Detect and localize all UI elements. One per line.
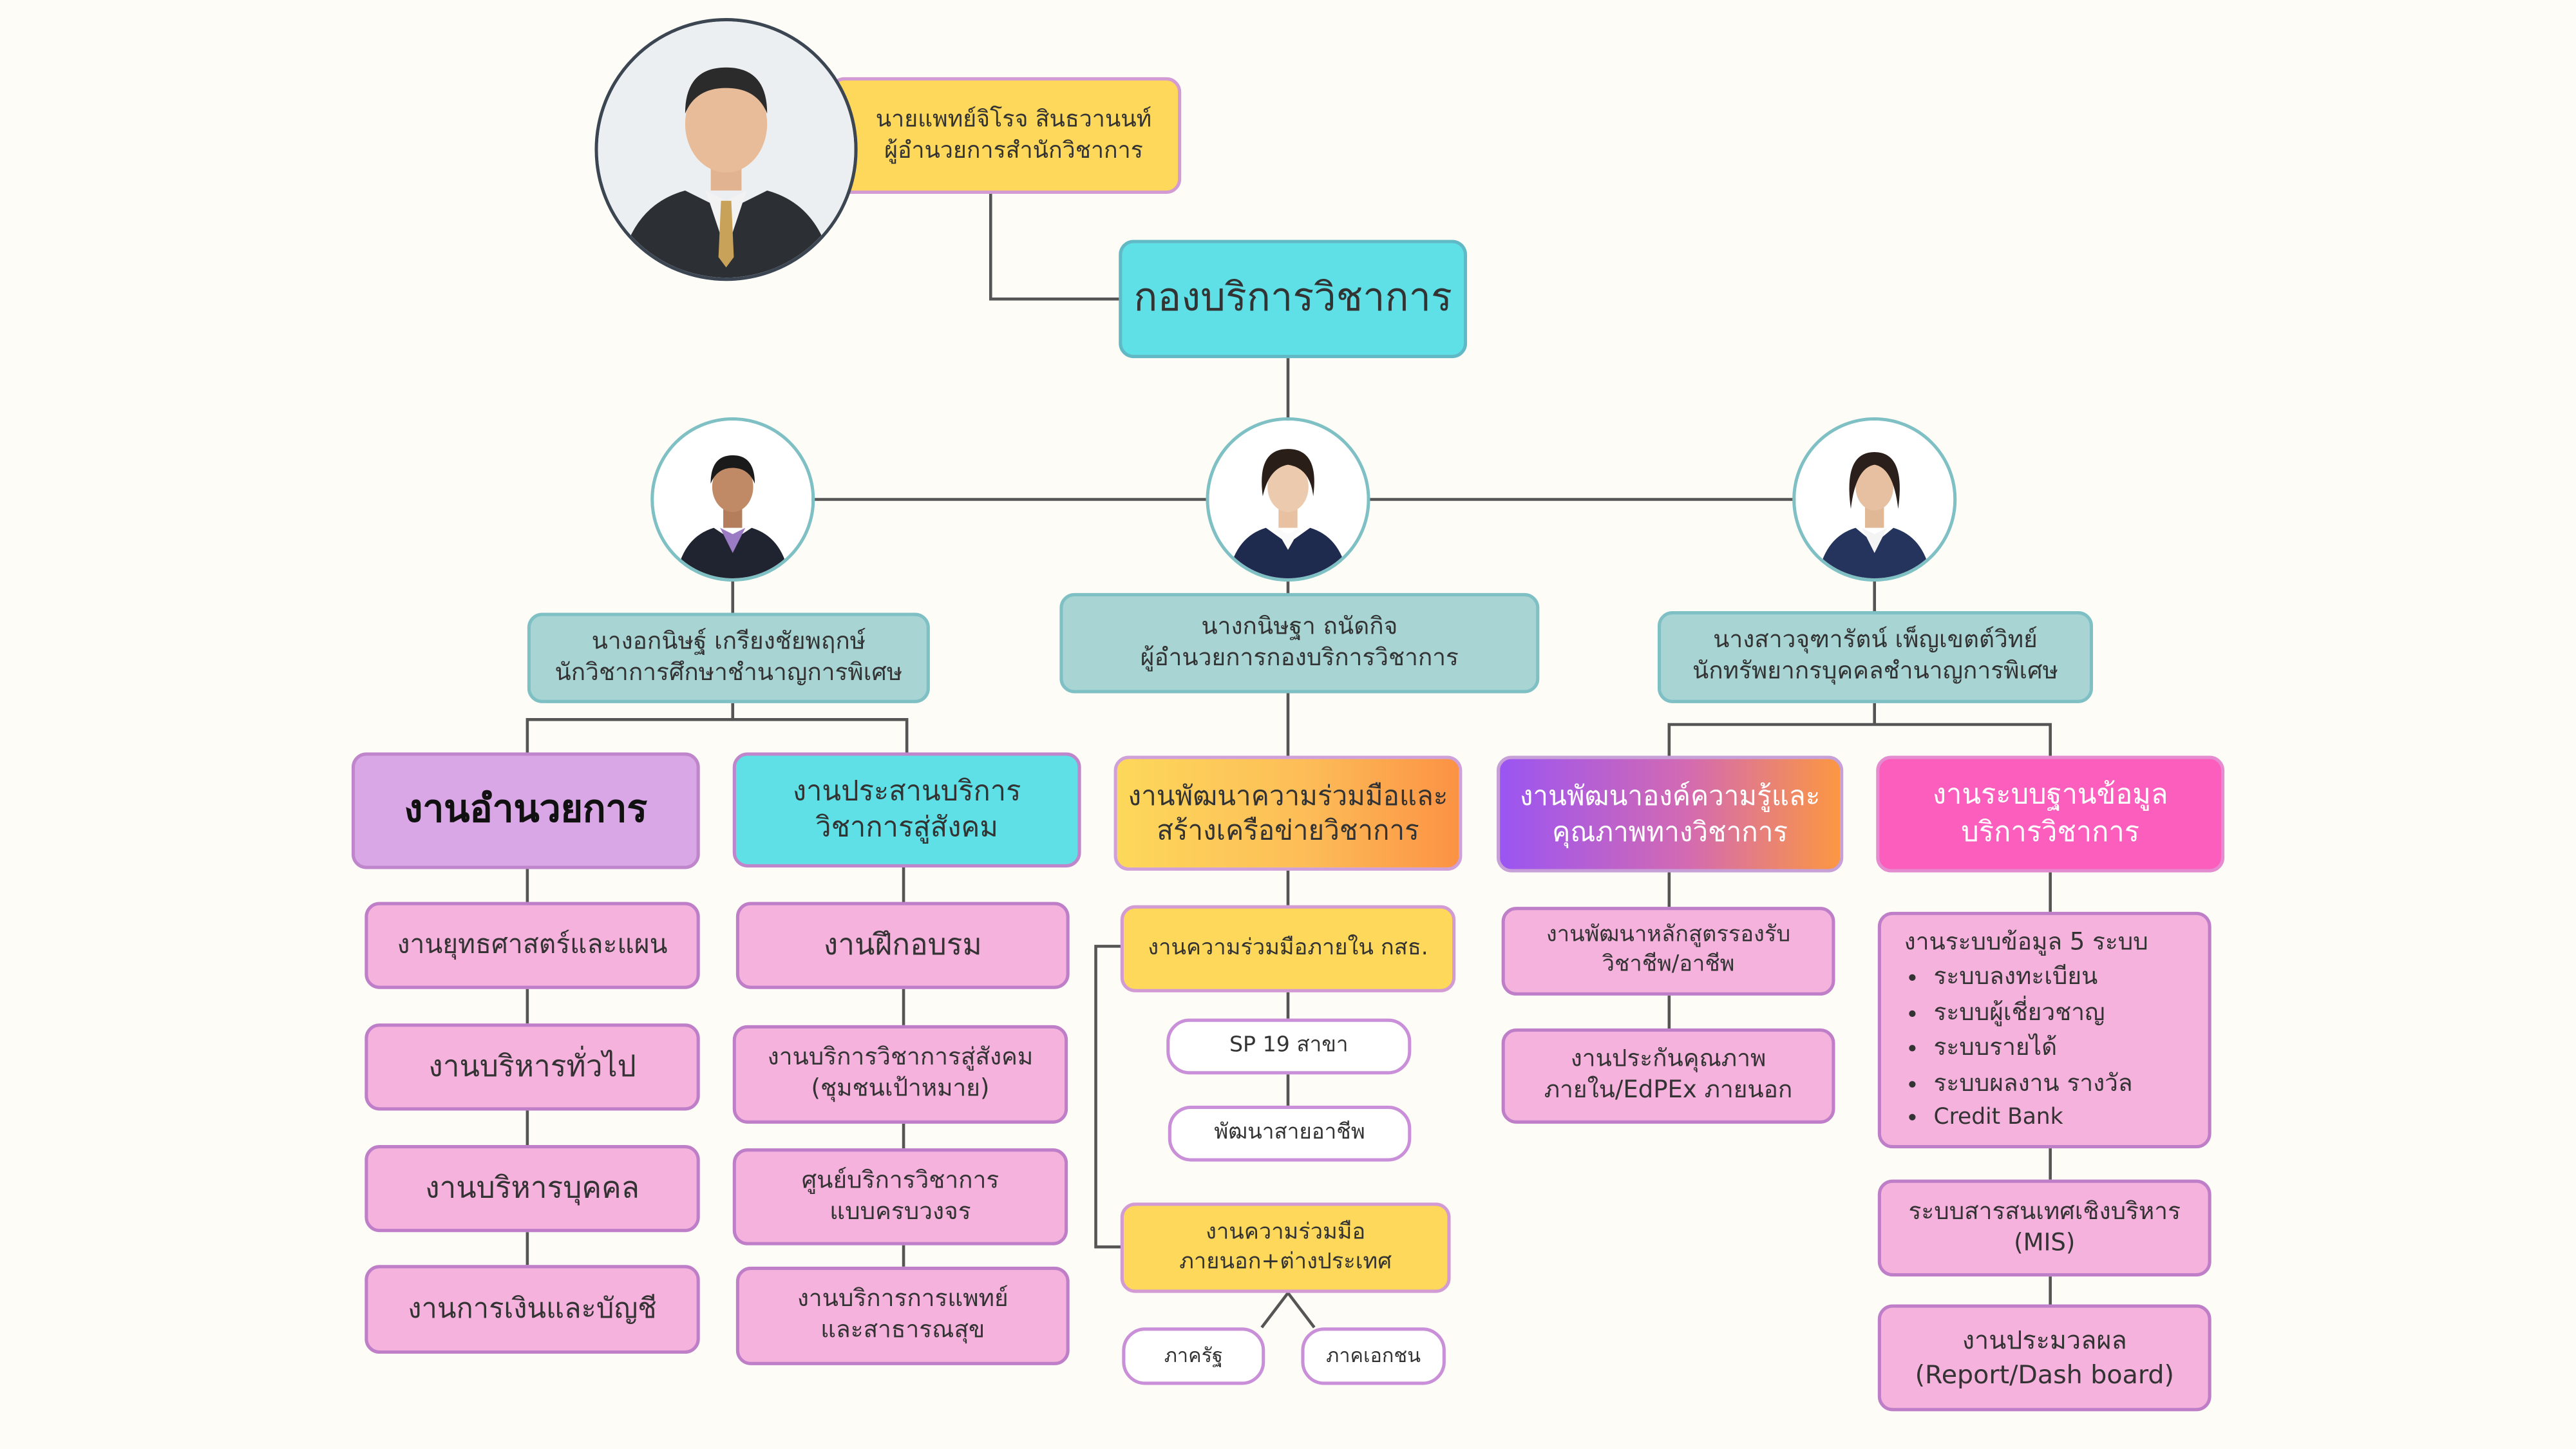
social-item-label: งานบริการการแพทย์ [797,1286,1009,1313]
network-career-box: พัฒนาสายอาชีพ [1168,1105,1412,1162]
data-eval-sublabel: (Report/Dash board) [1915,1359,2174,1389]
network-private-label: ภาคเอกชน [1326,1343,1421,1367]
data-mis-sublabel: (MIS) [2014,1229,2076,1256]
knowledge-unit-title-line1: งานพัฒนาองค์ความรู้และ [1519,780,1821,812]
admin-unit-header: งานอำนวยการ [351,752,700,869]
network-private-box: ภาคเอกชน [1301,1327,1446,1385]
knowledge-item-sublabel: ภายใน/EdPEx ภายนอก [1544,1077,1793,1104]
right-person-position: นักทรัพยากรบุคคลชำนาญการพิเศษ [1692,658,2058,685]
knowledge-item-label: งานประกันคุณภาพ [1570,1046,1766,1074]
right-person-photo [1792,417,1957,582]
division-title: กองบริการวิชาการ [1133,275,1452,321]
knowledge-item-sublabel: วิชาชีพ/อาชีพ [1602,951,1735,978]
data-unit-header: งานระบบฐานข้อมูล บริการวิชาการ [1876,755,2225,873]
network-internal-box: งานความร่วมมือภายใน กสธ. [1120,905,1456,992]
left-person-box: นางอกนิษฐ์ เกรียงชัยพฤกษ์ นักวิชาการศึกษ… [527,612,930,703]
left-person-photo [650,417,815,582]
network-unit-title-line1: งานพัฒนาความร่วมมือและ [1128,779,1448,811]
knowledge-item-curriculum: งานพัฒนาหลักสูตรรองรับ วิชาชีพ/อาชีพ [1501,907,1835,996]
network-unit-title-line2: สร้างเครือข่ายวิชาการ [1157,815,1419,846]
data-mis-box: ระบบสารสนเทศเชิงบริหาร (MIS) [1877,1179,2211,1277]
knowledge-unit-title-line2: คุณภาพทางวิชาการ [1552,815,1788,848]
network-sp19-box: SP 19 สาขา [1166,1018,1412,1075]
data-unit-title-line2: บริการวิชาการ [1961,815,2140,849]
network-sp19-label: SP 19 สาขา [1229,1032,1349,1057]
social-unit-title-line1: งานประสานบริการ [792,775,1021,808]
network-external-box: งานความร่วมมือ ภายนอก+ต่างประเทศ [1120,1202,1451,1293]
data-eval-box: งานประมวลผล (Report/Dash board) [1877,1304,2211,1412]
social-item-center: ศูนย์บริการวิชาการ แบบครบวงจร [732,1148,1068,1245]
network-public-box: ภาครัฐ [1122,1327,1265,1385]
social-item-label: งานบริการวิชาการสู่สังคม [767,1045,1034,1072]
social-item-sublabel: (ชุมชนเป้าหมาย) [811,1075,990,1103]
admin-item-label: งานบริหารบุคคล [425,1171,639,1206]
admin-item-label: งานบริหารทั่วไป [428,1049,636,1084]
director-box: นายแพทย์จิโรจ สินธวานนท์ ผู้อำนวยการสำนั… [829,77,1182,194]
admin-unit-title: งานอำนวยการ [404,788,647,831]
network-external-label-line1: งานความร่วมมือ [1206,1218,1366,1245]
social-item-sublabel: แบบครบวงจร [829,1198,971,1225]
data-systems-box: งานระบบข้อมูล 5 ระบบ ระบบลงทะเบียน ระบบผ… [1877,911,2211,1149]
admin-item-strategy: งานยุทธศาสตร์และแผน [365,902,700,989]
data-systems-heading: งานระบบข้อมูล 5 ระบบ [1904,929,2148,956]
director-photo [594,18,858,281]
social-item-label: ศูนย์บริการวิชาการ [801,1167,999,1194]
network-unit-header: งานพัฒนาความร่วมมือและ สร้างเครือข่ายวิช… [1113,755,1463,871]
network-public-label: ภาครัฐ [1164,1343,1223,1367]
social-item-medical: งานบริการการแพทย์ และสาธารณสุข [735,1266,1070,1365]
social-item-training: งานฝึกอบรม [735,902,1070,989]
admin-item-label: งานยุทธศาสตร์และแผน [397,928,668,960]
data-system-item: ระบบผลงาน รางวัล [1934,1068,2192,1103]
social-unit-title-line2: วิชาการสู่สังคม [815,811,999,845]
knowledge-unit-header: งานพัฒนาองค์ความรู้และ คุณภาพทางวิชาการ [1496,755,1844,873]
director-name: นายแพทย์จิโรจ สินธวานนท์ [875,107,1152,134]
data-mis-label: ระบบสารสนเทศเชิงบริหาร [1908,1198,2181,1226]
social-unit-header: งานประสานบริการ วิชาการสู่สังคม [732,752,1081,867]
center-person-name: นางกนิษฐา ถนัดกิจ [1201,614,1398,641]
data-system-item: ระบบผู้เชี่ยวชาญ [1934,997,2192,1032]
social-item-community: งานบริการวิชาการสู่สังคม (ชุมชนเป้าหมาย) [732,1025,1068,1124]
admin-item-label: งานการเงินและบัญชี [408,1293,657,1326]
data-unit-title-line1: งานระบบฐานข้อมูล [1932,779,2168,813]
admin-item-personnel: งานบริหารบุคคล [365,1145,700,1233]
data-systems-list: ระบบลงทะเบียน ระบบผู้เชี่ยวชาญ ระบบรายได… [1904,962,2192,1136]
social-item-label: งานฝึกอบรม [823,927,982,963]
director-position: ผู้อำนวยการสำนักวิชาการ [884,137,1143,164]
center-person-photo [1206,417,1370,582]
center-person-box: นางกนิษฐา ถนัดกิจ ผู้อำนวยการกองบริการวิ… [1059,592,1540,694]
left-person-name: นางอกนิษฐ์ เกรียงชัยพฤกษ์ [591,629,866,655]
center-person-position: ผู้อำนวยการกองบริการวิชาการ [1140,645,1459,672]
data-system-item: Credit Bank [1934,1103,2192,1135]
data-eval-label: งานประมวลผล [1962,1326,2127,1356]
network-internal-label: งานความร่วมมือภายใน กสธ. [1148,934,1428,961]
right-person-name: นางสาวจุฑารัตน์ เพ็ญเขตต์วิทย์ [1713,627,2038,654]
admin-item-general: งานบริหารทั่วไป [365,1023,700,1111]
network-career-label: พัฒนาสายอาชีพ [1214,1119,1365,1144]
division-box: กองบริการวิชาการ [1119,240,1468,359]
left-person-position: นักวิชาการศึกษาชำนาญการพิเศษ [554,659,903,687]
network-external-label-line2: ภายนอก+ต่างประเทศ [1179,1247,1392,1274]
right-person-box: นางสาวจุฑารัตน์ เพ็ญเขตต์วิทย์ นักทรัพยา… [1657,611,2093,703]
data-system-item: ระบบลงทะเบียน [1934,962,2192,998]
knowledge-item-label: งานพัฒนาหลักสูตรรองรับ [1546,922,1791,949]
data-system-item: ระบบรายได้ [1934,1032,2192,1068]
social-item-sublabel: และสาธารณสุข [820,1317,985,1344]
knowledge-item-quality: งานประกันคุณภาพ ภายใน/EdPEx ภายนอก [1501,1028,1835,1124]
admin-item-finance: งานการเงินและบัญชี [365,1265,700,1354]
